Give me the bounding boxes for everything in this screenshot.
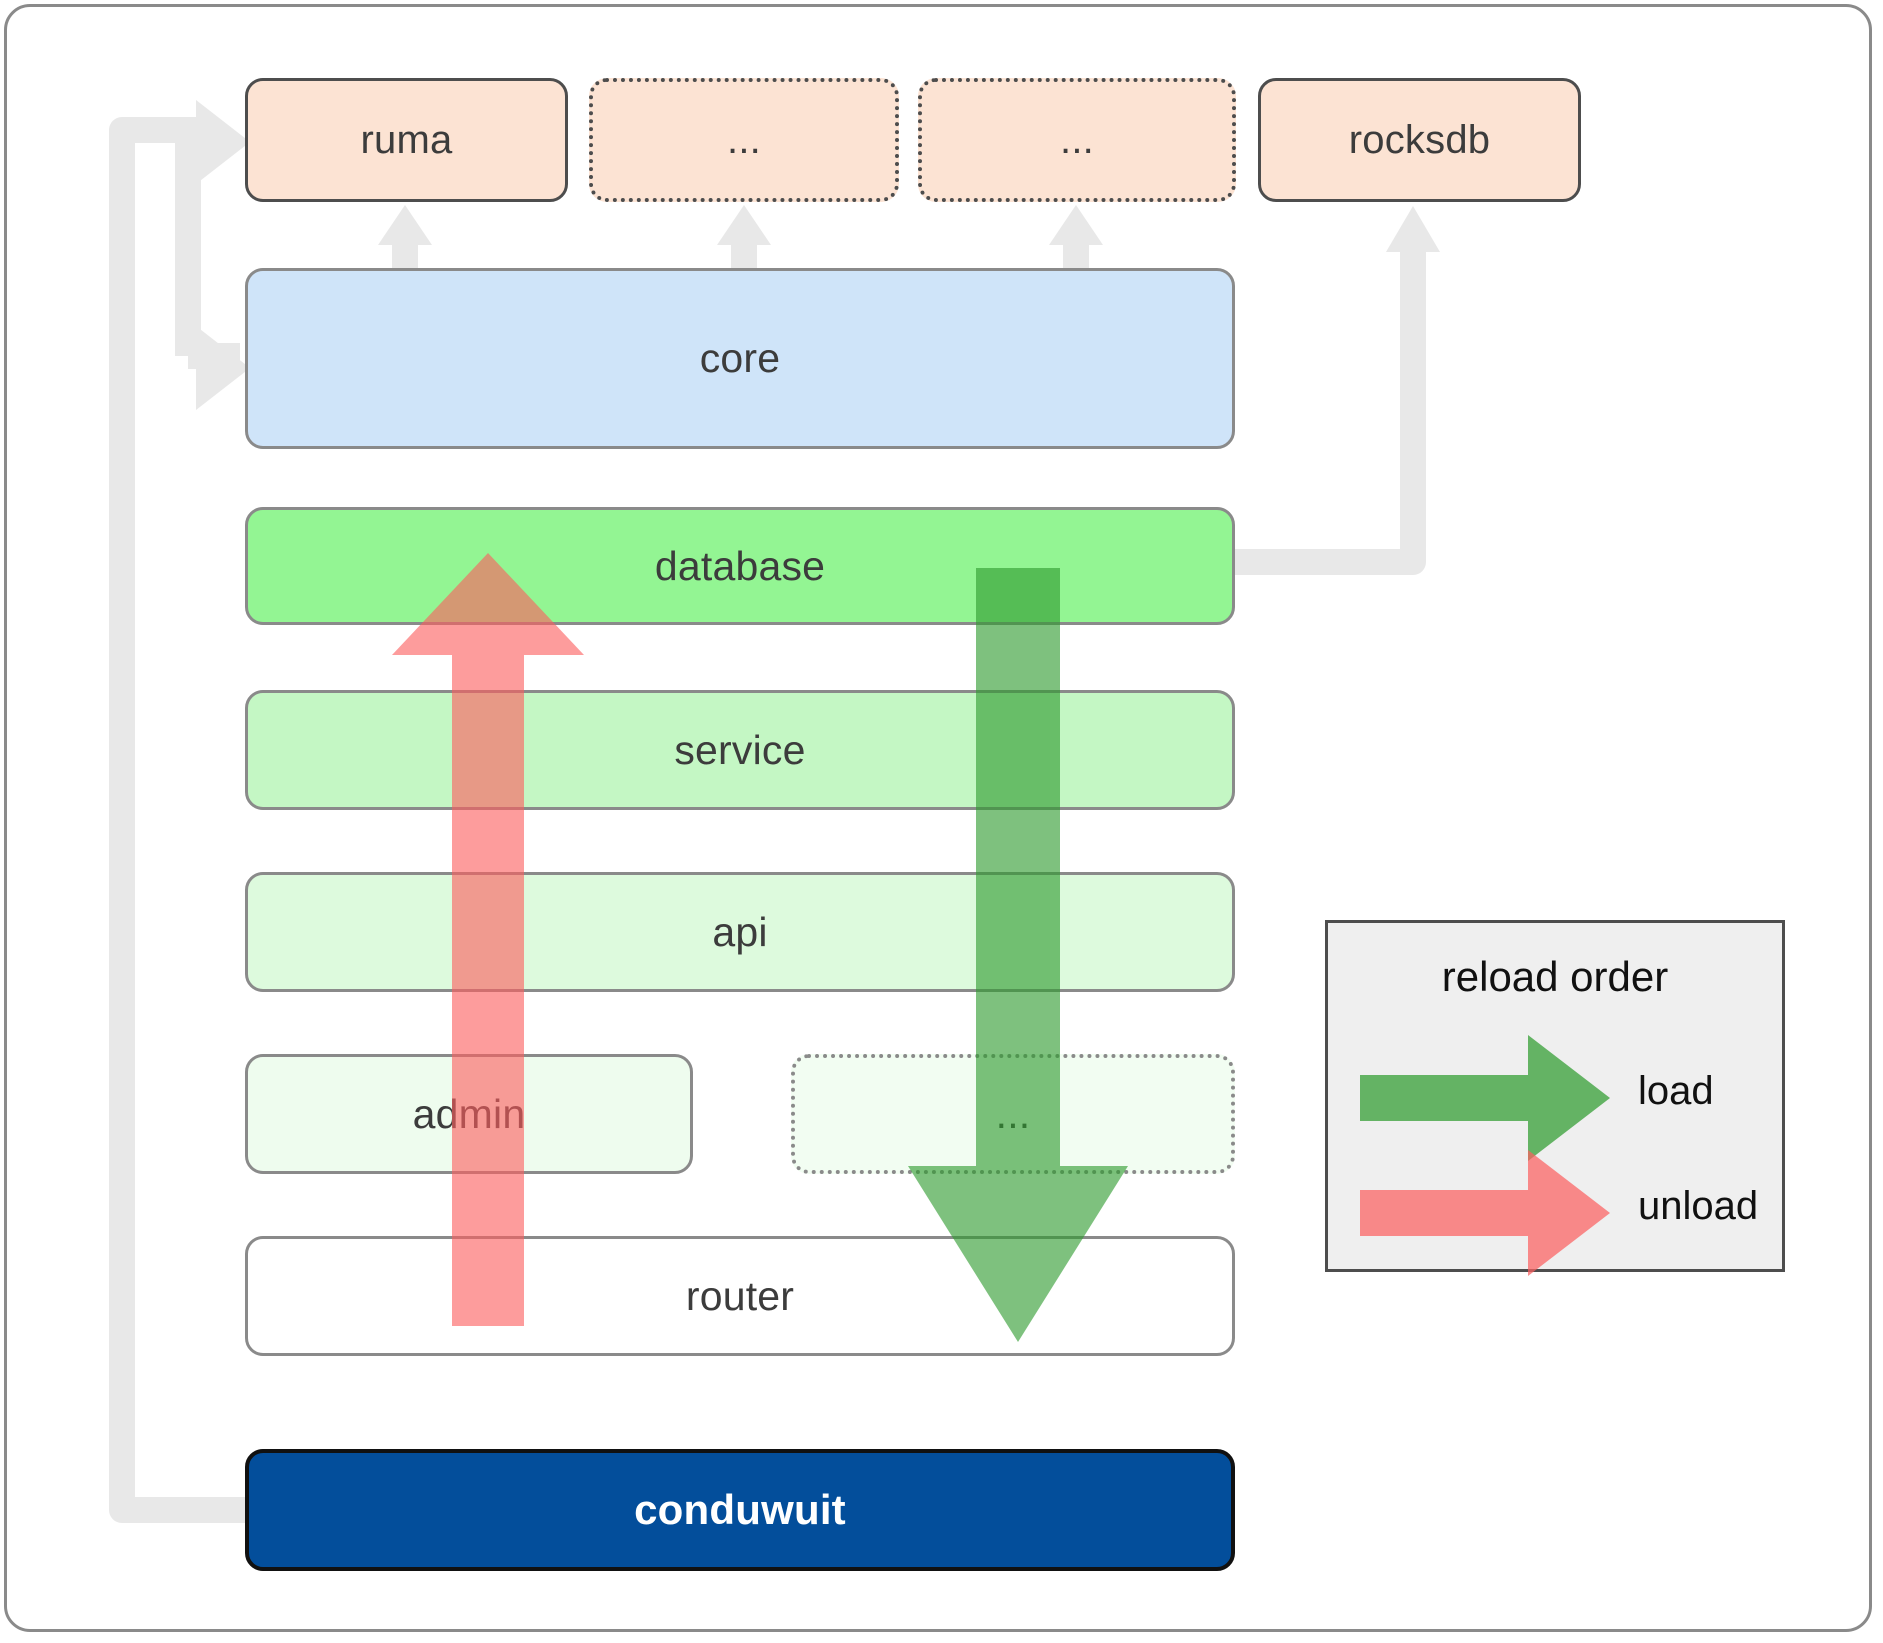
node-api[interactable]: api (245, 872, 1235, 992)
legend-row-unload: unload (1328, 1150, 1782, 1276)
node-admin-more-label: ... (995, 1090, 1031, 1137)
node-conduwuit-label: conduwuit (634, 1486, 846, 1533)
legend-load-label: load (1638, 1069, 1714, 1113)
node-admin-more[interactable]: ... (791, 1054, 1235, 1174)
node-admin-label: admin (412, 1090, 526, 1137)
unload-arrow-icon (1360, 1150, 1610, 1276)
node-ruma[interactable]: ruma (245, 78, 568, 202)
legend-panel: reload order load unload (1325, 920, 1785, 1276)
node-dep-more-1-label: ... (727, 117, 761, 162)
node-admin[interactable]: admin (245, 1054, 693, 1174)
node-core[interactable]: core (245, 268, 1235, 449)
node-database[interactable]: database (245, 507, 1235, 625)
node-dep-more-1[interactable]: ... (589, 78, 899, 202)
node-database-label: database (654, 542, 826, 589)
node-ruma-label: ruma (360, 117, 453, 162)
legend-unload-label: unload (1638, 1184, 1759, 1228)
node-router-label: router (685, 1272, 795, 1319)
node-router[interactable]: router (245, 1236, 1235, 1356)
node-dep-more-2-label: ... (1060, 117, 1094, 162)
node-core-label: core (699, 335, 781, 381)
node-dep-more-2[interactable]: ... (918, 78, 1236, 202)
diagram-frame (4, 4, 1872, 1632)
load-arrow-icon (1360, 1035, 1610, 1161)
node-rocksdb-label: rocksdb (1348, 117, 1491, 162)
legend-row-load: load (1328, 1035, 1782, 1161)
node-service[interactable]: service (245, 690, 1235, 810)
node-rocksdb[interactable]: rocksdb (1258, 78, 1581, 202)
node-conduwuit[interactable]: conduwuit (245, 1449, 1235, 1571)
node-service-label: service (674, 726, 806, 773)
legend-title: reload order (1441, 953, 1669, 1000)
node-api-label: api (712, 908, 768, 955)
